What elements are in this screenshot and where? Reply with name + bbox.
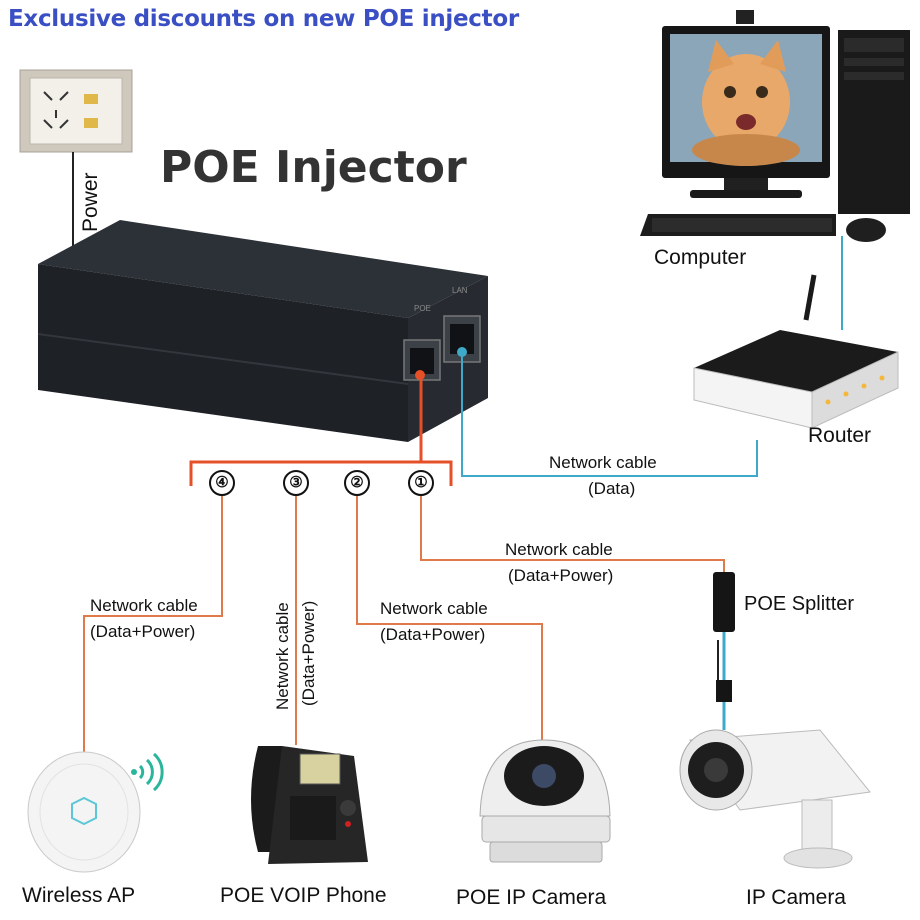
poe-injector-device [37,220,488,442]
cable3-label-line1: Network cable [273,602,292,710]
wireless-ap-device [27,751,141,873]
poe-splitter-label: POE Splitter [744,593,855,615]
power-label: Power [79,172,102,232]
computer-label: Computer [654,246,747,269]
port-number-4: ④ [209,470,235,496]
cable4-label-line1: Network cable [90,596,198,615]
wireless-ap-label: Wireless AP [22,884,136,907]
cable1-label-line1: Network cable [505,540,613,559]
port-number-2: ② [344,470,370,496]
wall-socket [19,69,133,153]
cable4-label-line2: (Data+Power) [90,622,196,641]
router-label: Router [808,424,872,447]
router-device [693,274,899,429]
port-number-1: ① [408,470,434,496]
cable3-label-line2: (Data+Power) [299,600,318,706]
poe-ip-camera-label: POE IP Camera [456,886,607,909]
cable1-label-line2: (Data+Power) [508,566,614,585]
wifi-icon [131,752,164,792]
voip-phone-device [251,746,368,864]
port-lan-label: LAN [452,286,468,295]
voip-phone-label: POE VOIP Phone [220,884,387,907]
cable2-label-line1: Network cable [380,599,488,618]
lan-cable-label-line2: (Data) [588,479,636,498]
promo-banner: Exclusive discounts on new POE injector [8,6,519,32]
computer-device [640,10,910,242]
ip-camera-label: IP Camera [746,886,846,909]
cable2-label-line2: (Data+Power) [380,625,486,644]
ip-camera-device [679,729,871,869]
diagram-title: POE Injector [160,142,467,193]
poe-ip-camera-device [479,739,611,863]
lan-cable-label-line1: Network cable [549,453,657,472]
poe-splitter-device [713,572,735,730]
port-number-3: ③ [283,470,309,496]
port-poe-label: POE [414,304,431,313]
